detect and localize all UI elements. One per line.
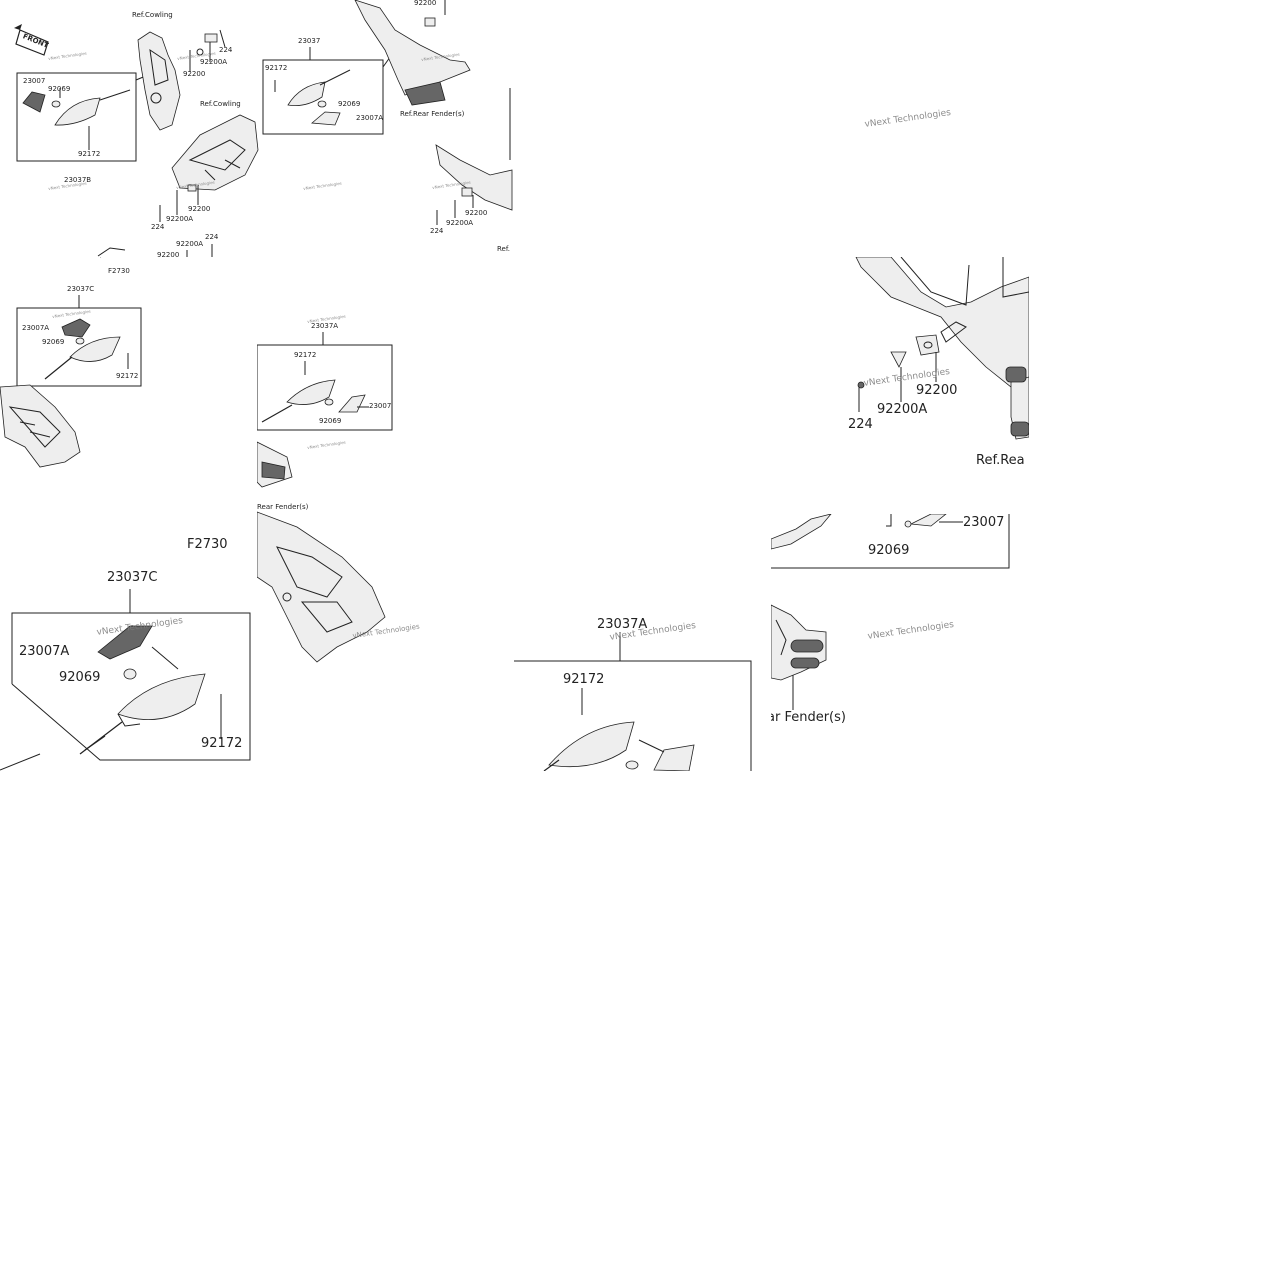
ref-cut: Ref. (497, 245, 511, 253)
ref-cowling-mid: Ref.Cowling (200, 100, 241, 108)
part-92069: 92069 (59, 670, 101, 685)
part-92200A-low: 92200A (176, 240, 204, 248)
part-92172: 92172 (201, 736, 243, 751)
part-224-right: 224 (430, 227, 444, 235)
part-92200A-right: 92200A (446, 219, 474, 227)
right-bottom-drawing (771, 604, 827, 710)
part-92172: 92172 (563, 672, 605, 687)
bottom-center-drawing (514, 632, 752, 771)
tile-bottom-center: 23037A 92172 vNext Technologies (514, 600, 754, 771)
part-92200-mid: 92200 (188, 205, 211, 213)
left-mid-drawing (0, 257, 142, 468)
tile-left-mid: F2730 23037C 23007A 92069 92172 vNext Te… (0, 257, 257, 514)
part-23007A-center: 23007A (356, 114, 384, 122)
bottom-left-drawing (0, 589, 251, 771)
part-23007: 23007 (369, 402, 392, 410)
watermark: vNext Technologies (864, 107, 952, 130)
part-23007: 23007 (963, 515, 1005, 530)
part-23037C: 23037C (107, 570, 158, 585)
part-92069-center: 92069 (338, 100, 361, 108)
tile-right-mid: 23007 92069 (771, 514, 1029, 600)
part-92200-top: 92200 (183, 70, 206, 78)
code-label: F2730 (187, 537, 228, 552)
part-92172-center: 92172 (265, 64, 288, 72)
tile-center-mid: 23037A 92172 23007 92069 Rear Fender(s) … (257, 257, 515, 670)
code-label: F2730 (108, 267, 130, 275)
part-224-mid: 224 (151, 223, 165, 231)
part-23037A: 23037A (311, 322, 339, 330)
tile-overview: FRONT Ref.Cowling Ref.Cowling Ref.Rear F… (0, 0, 515, 257)
tile-right-top-watermark: vNext Technologies (771, 0, 1029, 257)
part-23037A: 23037A (597, 617, 648, 632)
front-arrow-icon (14, 24, 49, 56)
part-23007-left: 23007 (23, 77, 46, 85)
tile-right-bottom: ar Fender(s) vNext Technologies (771, 600, 1029, 771)
part-224-low: 224 (205, 233, 219, 241)
part-92172: 92172 (294, 351, 317, 359)
part-23007A: 23007A (19, 644, 70, 659)
ref-rear: Ref.Rea (976, 453, 1025, 468)
right-top-drawing (855, 257, 1029, 440)
overview-drawing (14, 0, 513, 257)
part-23037B: 23037B (64, 176, 92, 184)
part-92200: 92200 (916, 383, 958, 398)
center-mid-drawing (257, 332, 393, 663)
ref-fender: ar Fender(s) (771, 710, 846, 725)
part-23007A: 23007A (22, 324, 50, 332)
ref-rear-fender: Rear Fender(s) (257, 503, 309, 511)
part-92172: 92172 (116, 372, 139, 380)
ref-rear-fender: Ref.Rear Fender(s) (400, 110, 465, 118)
part-92069: 92069 (868, 543, 910, 558)
part-92200-right: 92200 (465, 209, 488, 217)
part-92172-left: 92172 (78, 150, 101, 158)
part-23037C: 23037C (67, 285, 95, 293)
part-224-top: 224 (219, 46, 233, 54)
part-92200A-top: 92200A (200, 58, 228, 66)
part-92200A-mid: 92200A (166, 215, 194, 223)
part-92200-cut: 92200 (157, 251, 180, 258)
part-224: 224 (848, 417, 873, 432)
ref-cowling-top: Ref.Cowling (132, 11, 173, 19)
right-mid-drawing (771, 514, 1010, 569)
part-92200A: 92200A (877, 402, 928, 417)
part-23037: 23037 (298, 37, 321, 45)
tile-bottom-left: F2730 23037C 23007A 92069 92172 vNext Te… (0, 514, 257, 771)
part-92069: 92069 (319, 417, 342, 425)
tile-right-top: 92200 92200A 224 Ref.Rea vNext Technolog… (771, 257, 1029, 514)
part-92069-left: 92069 (48, 85, 71, 93)
part-92200-upper: 92200 (414, 0, 437, 7)
part-92069: 92069 (42, 338, 65, 346)
